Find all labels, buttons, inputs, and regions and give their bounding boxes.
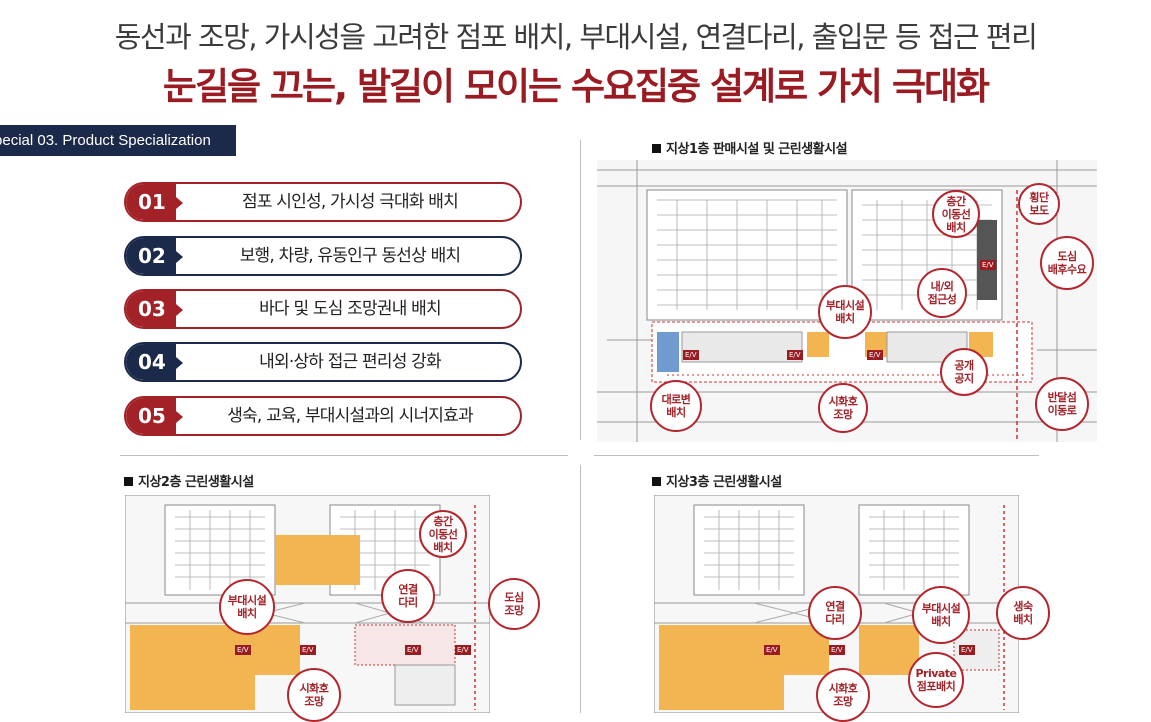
elevator-label: E/V <box>764 645 780 655</box>
floor1-bubble: 층간 이동선 배치 <box>932 190 980 238</box>
feature-number: 01 <box>126 184 176 220</box>
feature-label: 바다 및 도심 조망권내 배치 <box>259 299 441 319</box>
arrow-icon <box>176 357 183 369</box>
floor2-bubble: 시화호 조망 <box>287 668 341 722</box>
square-bullet-icon <box>124 477 133 486</box>
feature-number: 02 <box>126 238 176 274</box>
floor2-bubble: 연결 다리 <box>381 569 435 623</box>
floor3-title: 지상3층 근린생활시설 <box>652 471 782 490</box>
feature-item-04: 04 내외·상하 접근 편리성 강화 <box>124 342 522 382</box>
feature-label: 내외·상하 접근 편리성 강화 <box>259 352 441 372</box>
elevator-label: E/V <box>683 350 699 360</box>
floor3-bubble: 연결 다리 <box>808 586 862 640</box>
arrow-icon <box>176 197 183 209</box>
elevator-label: E/V <box>980 260 996 270</box>
floor3-bubble: 생숙 배치 <box>996 586 1050 640</box>
floor2-title: 지상2층 근린생활시설 <box>124 471 254 490</box>
elevator-label: E/V <box>959 645 975 655</box>
floor1-bubble: 반달섬 이동로 <box>1035 377 1089 431</box>
floor1-title: 지상1층 판매시설 및 근린생활시설 <box>652 138 848 157</box>
floor1-bubble: 공개 공지 <box>940 348 988 396</box>
vertical-divider-bottom <box>580 465 581 713</box>
feature-label: 생숙, 교육, 부대시설과의 시너지효과 <box>227 406 473 426</box>
arrow-icon <box>176 304 183 316</box>
elevator-label: E/V <box>787 350 803 360</box>
floor1-bubble: 내/외 접근성 <box>917 268 967 318</box>
square-bullet-icon <box>652 477 661 486</box>
horizontal-divider-left <box>120 455 568 456</box>
section-tag: Special 03. Product Specialization <box>0 125 236 156</box>
feature-label: 보행, 차량, 유동인구 동선상 배치 <box>239 246 461 266</box>
header-subtitle: 동선과 조망, 가시성을 고려한 점포 배치, 부대시설, 연결다리, 출입문 … <box>114 20 1038 54</box>
square-bullet-icon <box>652 144 661 153</box>
floor2-bubble: 층간 이동선 배치 <box>419 510 467 558</box>
floor2-bubble: 부대시설 배치 <box>219 579 275 635</box>
floor1-bubble: 부대시설 배치 <box>818 285 872 339</box>
elevator-label: E/V <box>829 645 845 655</box>
horizontal-divider-right <box>594 455 1039 456</box>
feature-item-05: 05 생숙, 교육, 부대시설과의 시너지효과 <box>124 396 522 436</box>
feature-label: 점포 시인성, 가시성 극대화 배치 <box>242 192 459 212</box>
floor3-bubble: 시화호 조망 <box>816 668 870 722</box>
floor1-bubble: 대로변 배치 <box>650 380 702 432</box>
header-title: 눈길을 끄는, 발길이 모이는 수요집중 설계로 가치 극대화 <box>162 65 990 108</box>
arrow-icon <box>176 251 183 263</box>
elevator-label: E/V <box>405 645 421 655</box>
feature-item-01: 01 점포 시인성, 가시성 극대화 배치 <box>124 182 522 222</box>
section-tag-label: Special 03. Product Specialization <box>0 132 211 149</box>
feature-number: 05 <box>126 398 176 434</box>
arrow-icon <box>176 411 183 423</box>
floor3-bubble: 부대시설 배치 <box>912 586 970 644</box>
feature-number: 03 <box>126 291 176 327</box>
elevator-label: E/V <box>867 350 883 360</box>
feature-item-03: 03 바다 및 도심 조망권내 배치 <box>124 289 522 329</box>
floor3-bubble: Private 점포배치 <box>908 652 964 708</box>
floor1-bubble: 시화호 조망 <box>818 383 868 433</box>
elevator-label: E/V <box>235 645 251 655</box>
floor1-bubble: 도심 배후수요 <box>1040 236 1094 290</box>
vertical-divider-top <box>580 140 581 440</box>
feature-item-02: 02 보행, 차량, 유동인구 동선상 배치 <box>124 236 522 276</box>
feature-number: 04 <box>126 344 176 380</box>
floor1-bubble: 횡단 보도 <box>1018 183 1060 225</box>
floor2-bubble: 도심 조망 <box>488 578 540 630</box>
elevator-label: E/V <box>455 645 471 655</box>
elevator-label: E/V <box>300 645 316 655</box>
